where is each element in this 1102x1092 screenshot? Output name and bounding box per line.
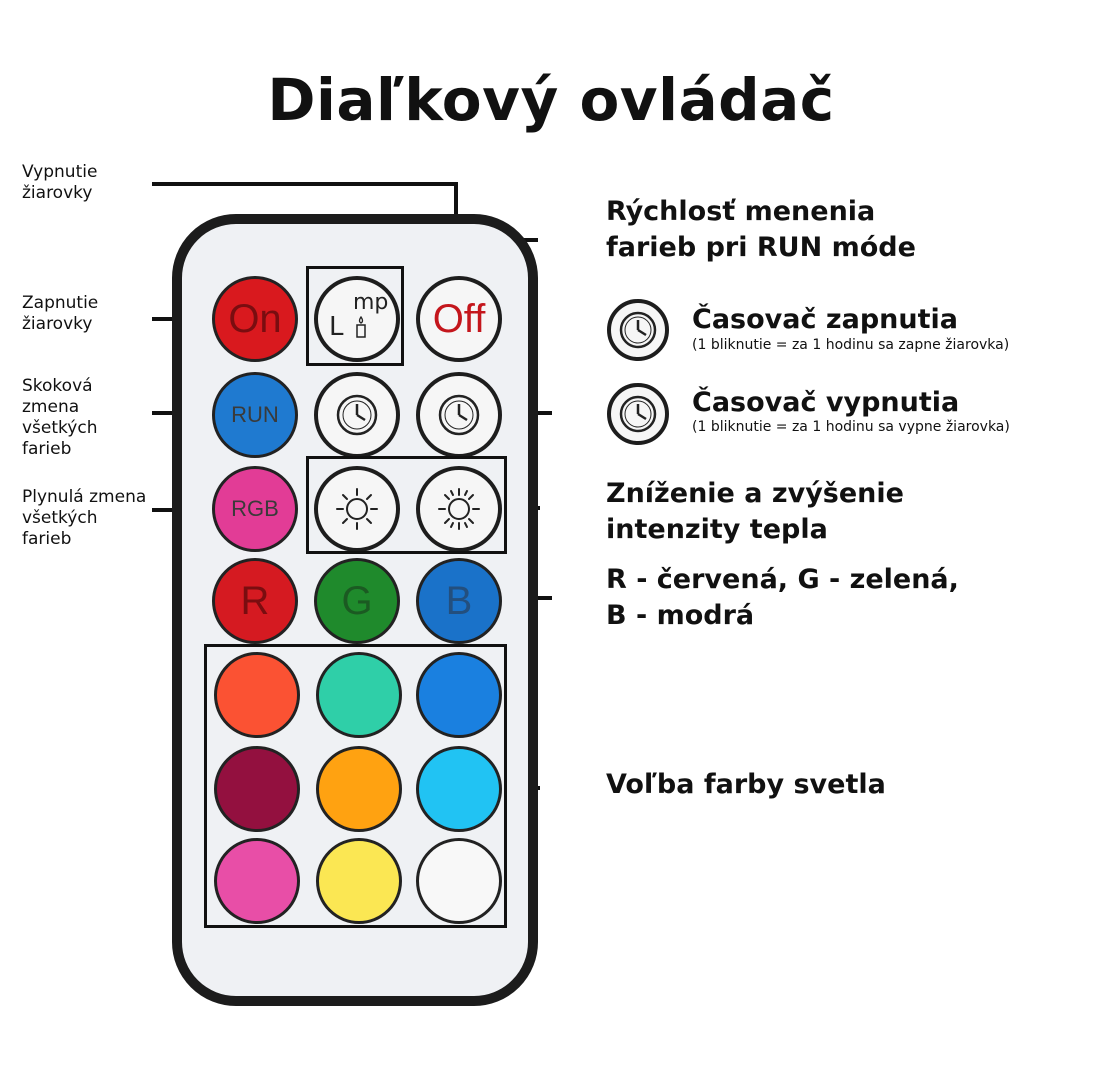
run-button-label: RUN	[231, 402, 279, 427]
sun-icon	[336, 488, 378, 530]
label-timer-on: Časovač zapnutia	[692, 304, 958, 335]
clock-icon	[607, 299, 669, 361]
rgb-button-label: RGB	[231, 496, 279, 521]
label-run-speed: Rýchlosť menenia farieb pri RUN móde	[606, 196, 916, 263]
color-swatch-4[interactable]	[214, 746, 300, 832]
label-rgb: R - červená, G - zelená, B - modrá	[606, 564, 959, 631]
timer-on-icon	[606, 298, 670, 362]
clock-icon	[607, 383, 669, 445]
green-button[interactable]: G	[314, 558, 400, 644]
color-swatch-8[interactable]	[316, 838, 402, 924]
label-timer-on-note: (1 bliknutie = za 1 hodinu sa zapne žiar…	[692, 337, 1010, 353]
color-swatch-7[interactable]	[214, 838, 300, 924]
rgb-button[interactable]: RGB	[212, 466, 298, 552]
warmth-up-button[interactable]	[416, 466, 502, 552]
label-smooth-change: Plynulá zmena všetkých farieb	[22, 487, 147, 549]
lamp-label-top: mp	[353, 290, 389, 315]
off-button[interactable]: Off	[416, 276, 502, 362]
timer-off-button[interactable]	[416, 372, 502, 458]
color-swatch-6[interactable]	[416, 746, 502, 832]
off-button-label: Off	[432, 296, 486, 341]
timer-on-button[interactable]	[314, 372, 400, 458]
red-button-label: R	[240, 578, 270, 623]
sun-icon	[438, 488, 480, 530]
lamp-label-bottom: L	[329, 312, 344, 342]
label-color-choice: Voľba farby svetla	[606, 769, 886, 800]
timer-off-icon	[606, 382, 670, 446]
color-swatch-9[interactable]	[416, 838, 502, 924]
run-button[interactable]: RUN	[212, 372, 298, 458]
color-swatch-1[interactable]	[214, 652, 300, 738]
blue-button-label: B	[445, 578, 473, 623]
label-off-bulb: Vypnutie žiarovky	[22, 162, 98, 203]
clock-icon	[336, 394, 378, 436]
on-button-label: On	[228, 296, 282, 341]
lamp-mode-button[interactable]: mp L	[314, 276, 400, 362]
label-jump-change: Skoková zmena všetkých farieb	[22, 376, 98, 459]
warmth-down-button[interactable]	[314, 466, 400, 552]
label-timer-off: Časovač vypnutia	[692, 387, 960, 418]
color-swatch-2[interactable]	[316, 652, 402, 738]
green-button-label: G	[341, 578, 373, 623]
red-button[interactable]: R	[212, 558, 298, 644]
label-timer-off-note: (1 bliknutie = za 1 hodinu sa vypne žiar…	[692, 419, 1010, 435]
label-on-bulb: Zapnutie žiarovky	[22, 293, 99, 334]
clock-icon	[438, 394, 480, 436]
lamp-icon: mp L	[327, 290, 388, 344]
page-title: Diaľkový ovládač	[267, 66, 835, 134]
on-button[interactable]: On	[212, 276, 298, 362]
connector-off-h	[152, 182, 458, 186]
color-swatch-3[interactable]	[416, 652, 502, 738]
label-warmth: Zníženie a zvýšenie intenzity tepla	[606, 478, 904, 545]
color-swatch-5[interactable]	[316, 746, 402, 832]
blue-button[interactable]: B	[416, 558, 502, 644]
candle-icon	[356, 316, 366, 338]
